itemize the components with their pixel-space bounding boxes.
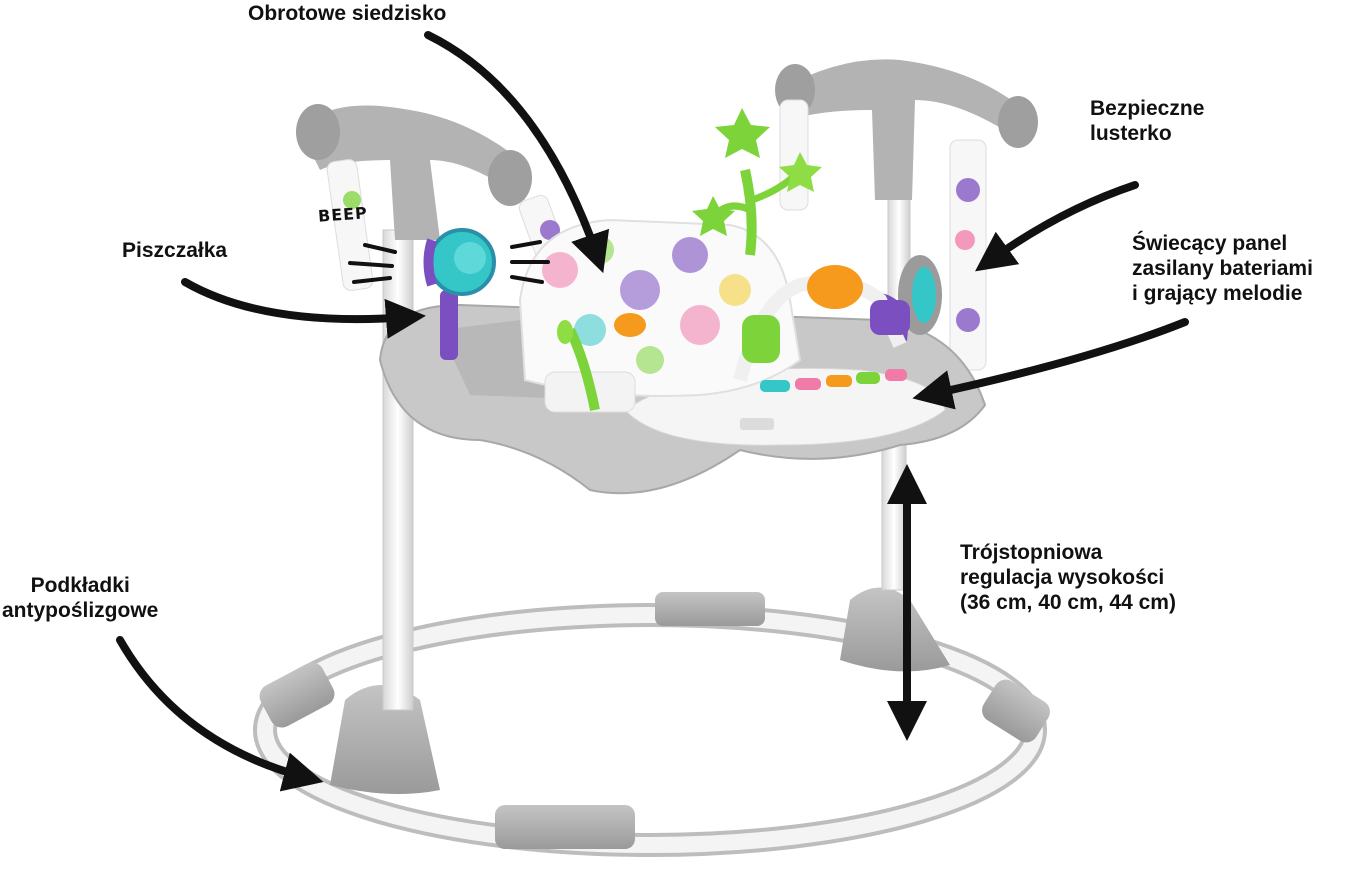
light-panel: [733, 265, 910, 392]
arrow-mirror: [975, 181, 1139, 272]
label-rotating-seat: Obrotowe siedzisko: [248, 2, 447, 25]
star-toy: [692, 108, 822, 256]
arrow-panel: [912, 318, 1189, 410]
beep-text: BEEP: [317, 203, 369, 226]
arrow-pads: [116, 636, 324, 792]
callout-arrows: [116, 31, 1189, 792]
label-squeaker: Piszczałka: [122, 239, 228, 262]
beep-lines: [348, 240, 550, 284]
teether-toy: [557, 313, 646, 411]
anti-slip-pads: [259, 592, 1050, 849]
arrow-seat: [424, 31, 610, 274]
base-feet: [330, 587, 950, 794]
label-anti-slip-pads: Podkładki antypoślizgowe: [2, 574, 159, 622]
arrow-squeaker: [181, 278, 426, 339]
label-height-adjustment: Trójstopniowa regulacja wysokości (36 cm…: [960, 541, 1176, 614]
label-light-panel: Świecący panel zasilany bateriami i graj…: [1132, 232, 1313, 305]
label-safe-mirror: Bezpieczne lusterko: [1090, 97, 1205, 145]
top-arms: [296, 59, 1038, 240]
squeaker-toy: [423, 228, 496, 360]
